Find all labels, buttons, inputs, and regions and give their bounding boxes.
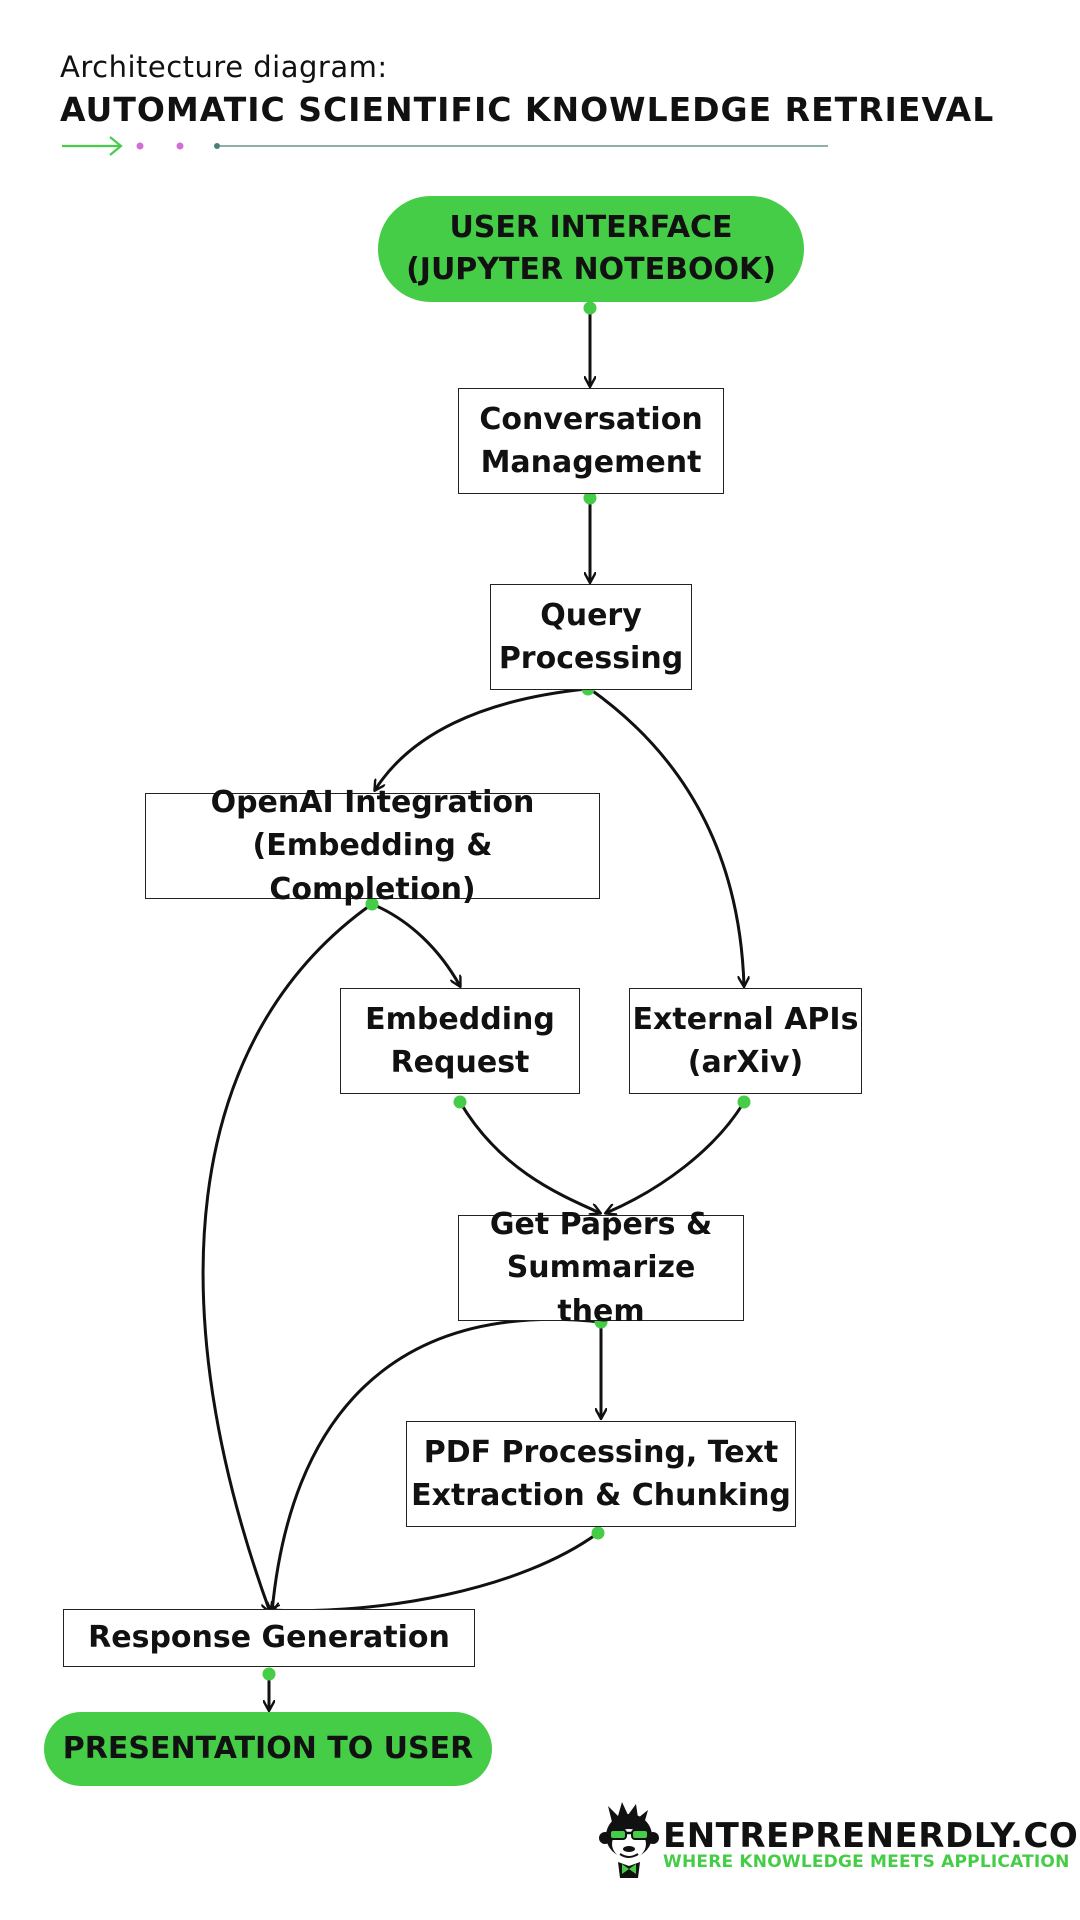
- edge-pdf-to-response: [270, 1531, 599, 1611]
- edge-query-to-external: [589, 687, 744, 986]
- pink-dot-2: [176, 142, 184, 150]
- edge-getpapers-to-response: [272, 1317, 602, 1612]
- port-response-bottom: [262, 1667, 276, 1681]
- node-response-generation: Response Generation: [63, 1609, 475, 1667]
- diagram-title: AUTOMATIC SCIENTIFIC KNOWLEDGE RETRIEVAL: [60, 90, 995, 129]
- port-pdf-bottom: [591, 1526, 605, 1540]
- node-external-apis: External APIs (arXiv): [629, 988, 862, 1094]
- monkey-logo-icon: [599, 1802, 659, 1878]
- node-user-interface: USER INTERFACE (JUPYTER NOTEBOOK): [378, 196, 804, 302]
- node-conversation-management: Conversation Management: [458, 388, 724, 494]
- brand-tagline: WHERE KNOWLEDGE MEETS APPLICATION: [663, 1852, 1070, 1872]
- port-external-bottom: [737, 1095, 751, 1109]
- port-ui-bottom: [583, 301, 597, 315]
- brand-name: ENTREPRENERDLY.COM: [663, 1816, 1080, 1856]
- port-embedding-bottom: [453, 1095, 467, 1109]
- edge-embedding-to-getpapers: [458, 1101, 600, 1213]
- node-query-processing: Query Processing: [490, 584, 692, 690]
- node-embedding-request: Embedding Request: [340, 988, 580, 1094]
- edge-openai-to-response: [201, 902, 373, 1612]
- edge-openai-to-embedding: [371, 902, 460, 986]
- node-pdf-processing: PDF Processing, Text Extraction & Chunki…: [406, 1421, 796, 1527]
- edge-query-to-openai: [375, 687, 587, 790]
- port-conversation-bottom: [583, 491, 597, 505]
- node-openai-integration: OpenAI Integration (Embedding & Completi…: [145, 785, 600, 907]
- node-get-papers: Get Papers & Summarize them: [458, 1207, 744, 1329]
- node-presentation: PRESENTATION TO USER: [44, 1712, 492, 1786]
- header-decoration: [62, 136, 828, 156]
- teal-dot: [214, 143, 220, 149]
- arrow-right-icon: [62, 136, 123, 156]
- port-openai-bottom: [365, 897, 379, 911]
- diagram-subtitle: Architecture diagram:: [60, 50, 388, 84]
- edge-external-to-getpapers: [606, 1101, 746, 1213]
- pink-dot-1: [136, 142, 144, 150]
